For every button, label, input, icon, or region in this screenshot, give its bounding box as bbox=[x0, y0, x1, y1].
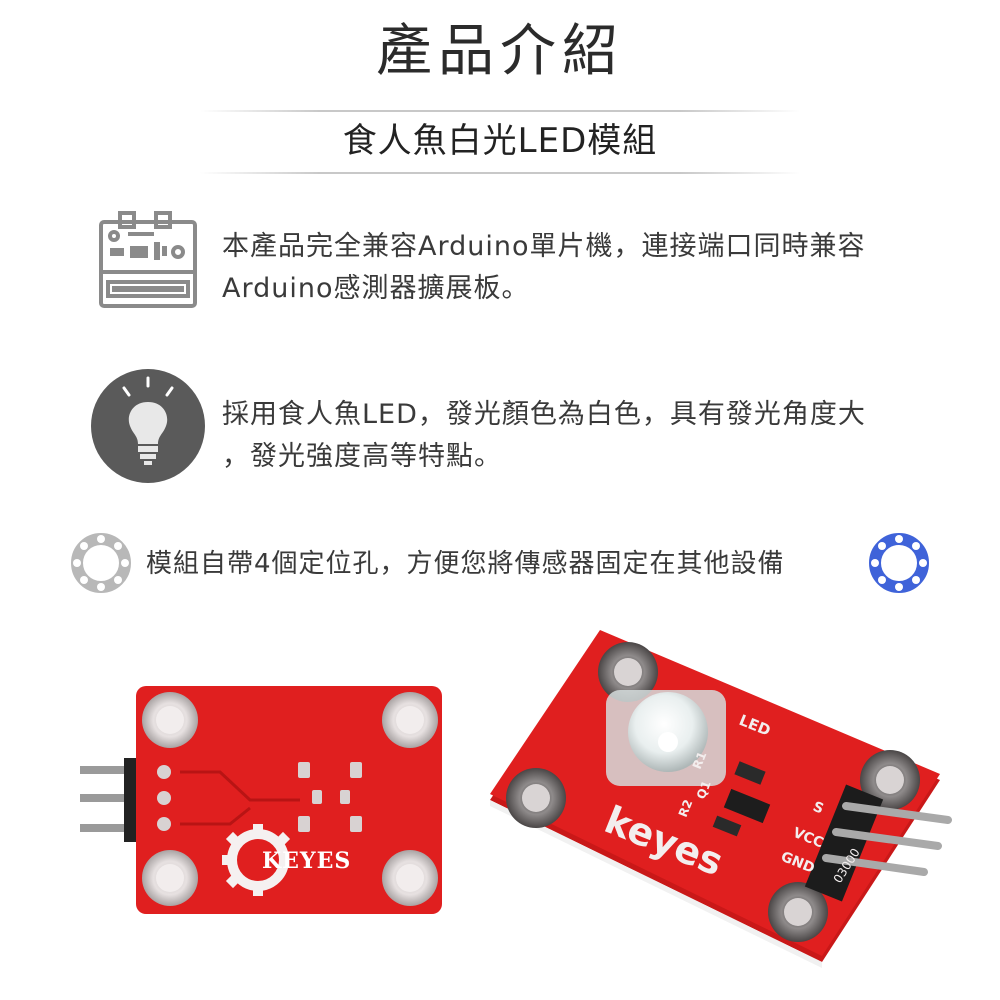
component-label-r1: R1 bbox=[690, 750, 710, 772]
left-board bbox=[136, 686, 442, 914]
feature-line: Arduino感測器擴展板。 bbox=[222, 273, 530, 304]
title-divider-top bbox=[200, 110, 800, 112]
page-subtitle: 食人魚白光LED模組 bbox=[342, 121, 658, 161]
feature-led: 採用食人魚LED，發光顏色為白色，具有發光角度大 ，發光強度高等特點。 bbox=[222, 394, 922, 478]
right-board bbox=[490, 630, 952, 968]
light-bulb-icon bbox=[90, 368, 206, 484]
product-photo: KEYES LED keyes R1 R2 Q1 S VCC GND 03000 bbox=[80, 630, 952, 968]
title-divider-bottom bbox=[200, 172, 800, 174]
mounting-ring-icon bbox=[70, 532, 132, 594]
feature-line: 採用食人魚LED，發光顏色為白色，具有發光角度大 bbox=[222, 399, 866, 430]
left-board-logo: KEYES bbox=[262, 848, 351, 874]
mounting-ring-blue-icon bbox=[868, 532, 930, 594]
page-title: 產品介紹 bbox=[376, 19, 624, 84]
component-label-r2: R2 bbox=[676, 798, 696, 820]
feature-mounting-holes: 模組自帶4個定位孔，方便您將傳感器固定在其他設備 bbox=[146, 549, 785, 579]
feature-compatibility: 本產品完全兼容Arduino單片機，連接端口同時兼容 Arduino感測器擴展板… bbox=[222, 226, 922, 310]
feature-line: 本產品完全兼容Arduino單片機，連接端口同時兼容 bbox=[222, 231, 866, 262]
left-board-pins bbox=[80, 758, 138, 842]
feature-line: ，發光強度高等特點。 bbox=[222, 441, 502, 472]
circuit-board-icon bbox=[98, 210, 198, 310]
component-label-q1: Q1 bbox=[694, 779, 714, 801]
